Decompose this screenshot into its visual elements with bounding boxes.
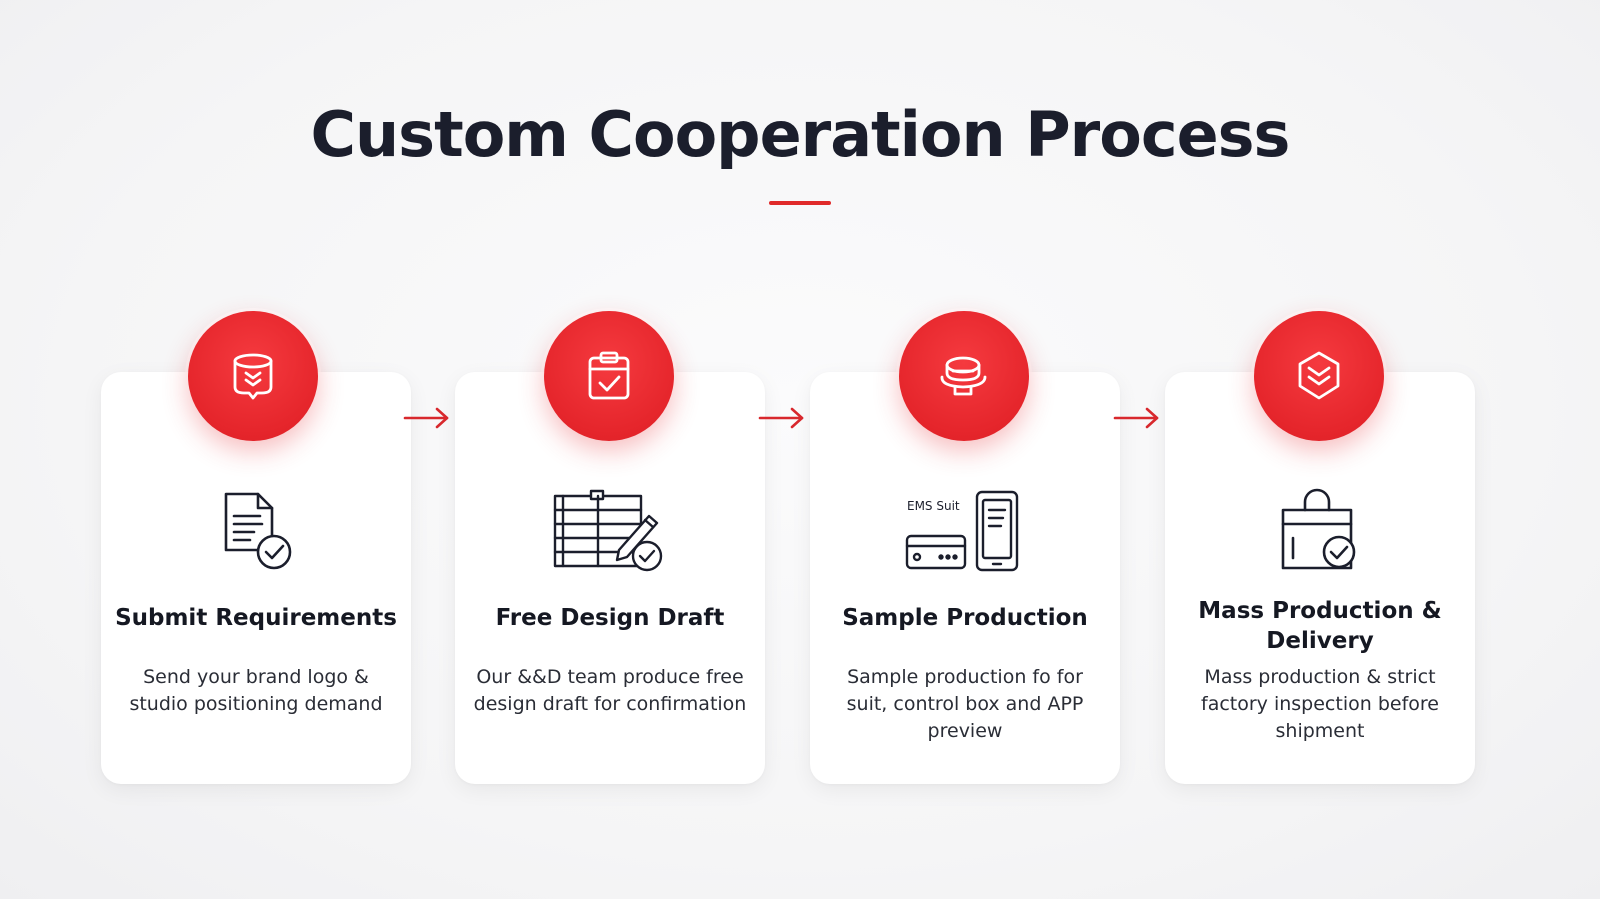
svg-text:EMS Suit: EMS Suit <box>907 499 960 513</box>
step-description: Send your brand logo & studio positionin… <box>129 666 383 715</box>
helmet-layers-icon <box>940 356 987 396</box>
arrow-right-icon <box>1113 407 1159 429</box>
download-box-icon <box>233 353 273 400</box>
arrow-right-icon <box>403 407 449 429</box>
blueprint-pencil-check-icon <box>455 486 765 576</box>
step-title: Free Design Draft <box>495 605 725 631</box>
shield-chevrons-icon <box>1298 351 1340 400</box>
title-underline <box>769 201 831 205</box>
step-title: Mass Production & Delivery <box>1198 598 1442 654</box>
step-description: Our &&D team produce free design draft f… <box>473 666 747 715</box>
step-badge-2 <box>544 311 674 441</box>
page-title: Custom Cooperation Process <box>310 98 1291 171</box>
step-title: Submit Requirements <box>115 605 397 631</box>
package-check-icon <box>1165 486 1475 576</box>
control-box-phone-icon: EMS Suit <box>810 486 1120 576</box>
step-badge-4 <box>1254 311 1384 441</box>
step-title: Sample Production <box>842 605 1088 631</box>
step-description: Sample production fo for suit, control b… <box>846 666 1084 742</box>
step-badge-1 <box>188 311 318 441</box>
step-badge-3 <box>899 311 1029 441</box>
clipboard-check-icon <box>588 351 630 400</box>
document-check-icon <box>101 486 411 576</box>
step-description: Mass production & strict factory inspect… <box>1201 666 1439 742</box>
arrow-right-icon <box>758 407 804 429</box>
